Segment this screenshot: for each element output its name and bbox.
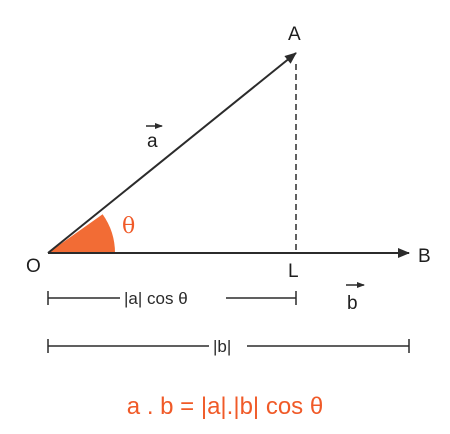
vector-b-label: b [347,293,358,314]
magnitude-b-measure: |b| [47,337,410,356]
projection-measure: |a| cos θ [47,289,297,308]
point-a-label: A [288,24,301,45]
origin-label: O [26,256,41,277]
angle-theta-label: θ [122,214,135,239]
projection-measure-label: |a| cos θ [124,289,188,308]
point-b-label: B [418,246,431,267]
magnitude-b-label: |b| [213,337,231,356]
angle-sector [48,214,115,253]
vector-a-line [47,52,297,254]
point-l-label: L [288,261,299,282]
dot-product-formula: a . b = |a|.|b| cos θ [127,393,323,420]
vector-a-label: a [147,131,158,152]
